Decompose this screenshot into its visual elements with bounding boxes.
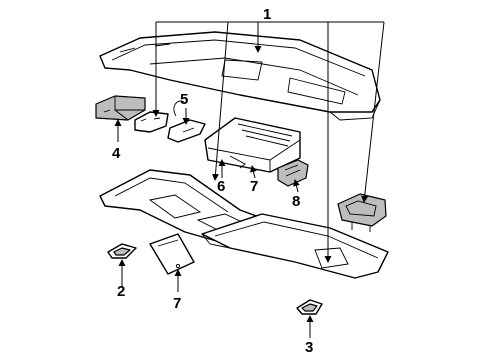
lamp-lens-right [296,299,323,315]
callout-2: 2 [117,283,125,300]
callout-8: 8 [292,193,300,210]
mounting-bracket [134,111,169,133]
leader-lines [114,21,385,338]
overhead-module [95,95,146,121]
control-module-box [204,117,301,173]
right-bracket-assembly [337,193,387,232]
lower-right-headliner [201,213,389,279]
wire-harness [167,100,206,143]
connector-clip [277,159,309,187]
callout-4: 4 [112,145,121,162]
callout-3: 3 [305,339,313,356]
lamp-lens-left [107,243,137,259]
trim-plate [149,233,195,275]
callout-labels: 1 2 3 4 5 6 7 7 8 [112,6,313,356]
callout-6: 6 [217,178,225,195]
callout-7-upper: 7 [250,178,258,195]
callout-7-lower: 7 [173,295,181,312]
callout-5: 5 [180,91,188,108]
callout-1: 1 [263,6,271,23]
upper-headliner-panel [99,31,381,121]
